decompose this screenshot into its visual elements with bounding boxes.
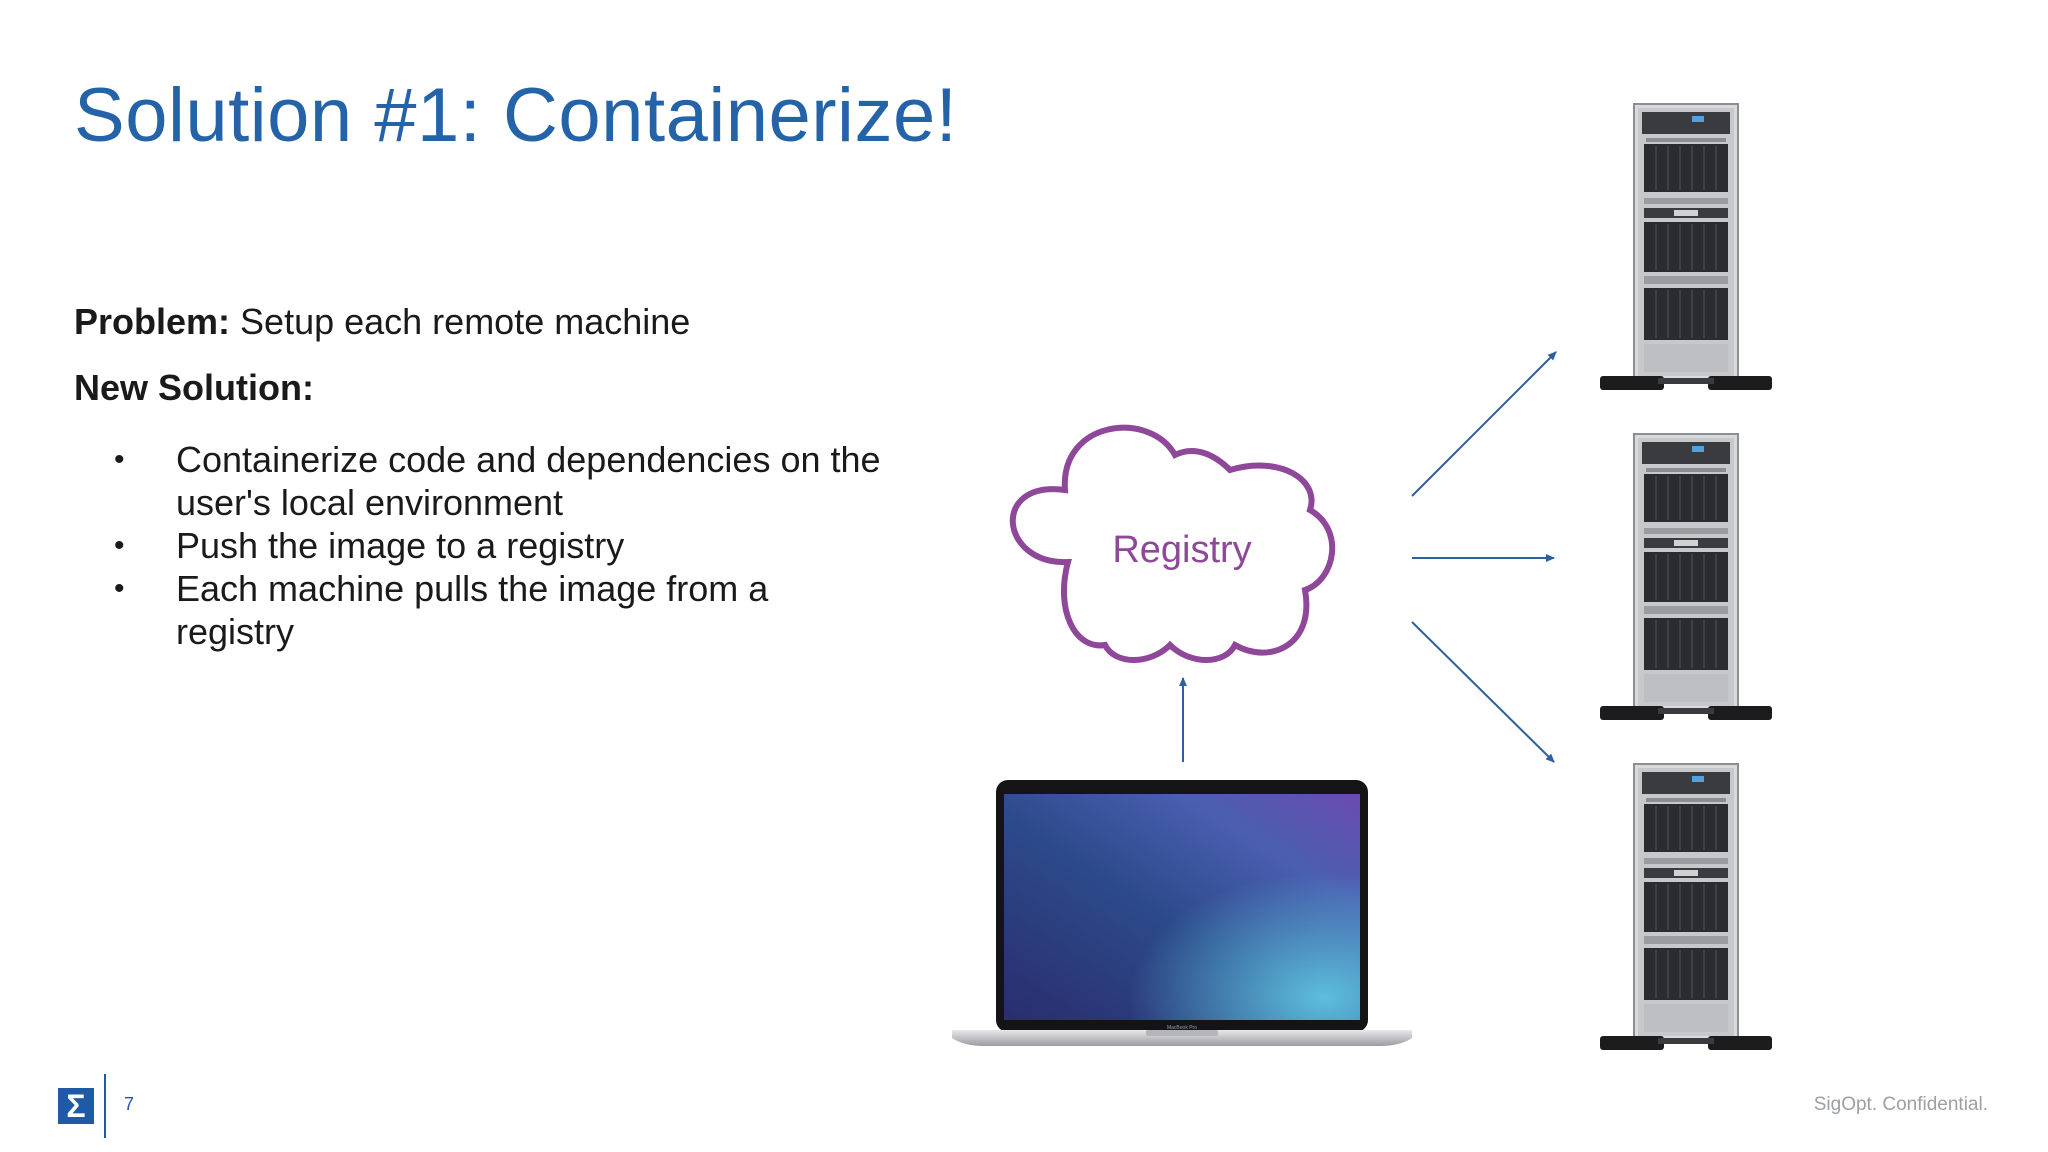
server-tower-icon [1599,763,1773,1051]
bullet-item: • Containerize code and dependencies on t… [74,438,894,524]
footer-divider [104,1074,106,1138]
bullet-text: Push the image to a registry [176,525,625,566]
server-tower-icon [1599,433,1773,721]
bullet-text: Containerize code and dependencies on th… [176,439,881,523]
problem-text: Setup each remote machine [230,301,691,342]
bullet-text: Each machine pulls the image from a regi… [176,568,769,652]
bullet-dot: • [114,443,125,476]
confidential-notice: SigOpt. Confidential. [1813,1094,1988,1115]
laptop-icon: MacBook Pro [952,780,1412,1046]
bullet-dot: • [114,529,125,562]
slide-title: Solution #1: Containerize! [74,73,958,158]
problem-label: Problem: [74,301,231,342]
arrow-registry-to-server-1 [1411,351,1557,497]
bullet-item: • Each machine pulls the image from a reg… [74,567,894,653]
solution-bullets: • Containerize code and dependencies on t… [74,438,894,653]
problem-line: Problem: Setup each remote machine [74,298,894,346]
bullet-dot: • [114,572,125,605]
server-tower-icon [1599,103,1773,391]
bullet-item: • Push the image to a registry [74,524,894,567]
registry-label: Registry [1112,529,1251,571]
slide-body: Problem: Setup each remote machine New S… [74,298,894,653]
arrow-registry-to-server-3 [1411,621,1555,763]
sigopt-logo-icon: Σ [58,1088,94,1124]
solution-line: New Solution: [74,364,894,412]
solution-label: New Solution: [74,367,314,408]
registry-cloud-icon [1009,424,1336,663]
page-number: 7 [124,1094,135,1114]
laptop-model-label: MacBook Pro [1167,1025,1197,1031]
